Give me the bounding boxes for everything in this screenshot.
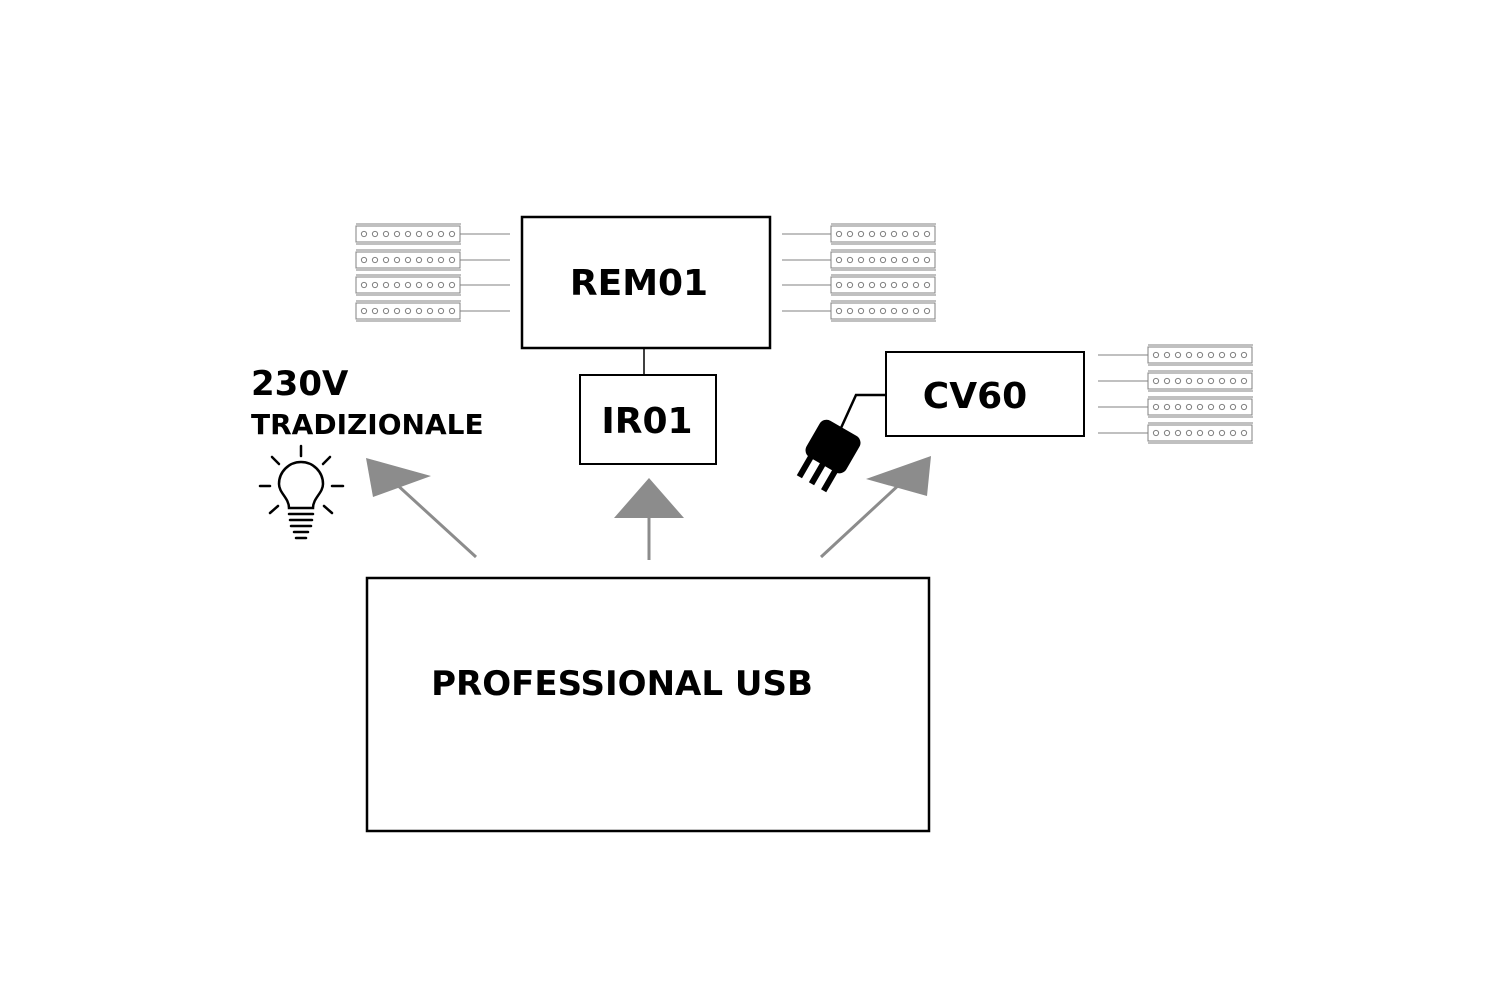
voltage-label: 230V — [251, 364, 349, 404]
rem01-box — [520, 215, 772, 350]
ir01-label: IR01 — [601, 401, 692, 442]
cv60-label: CV60 — [923, 376, 1027, 417]
plug-icon — [796, 393, 886, 493]
rem01-right-strip — [782, 274, 936, 296]
rem01-right-strip — [782, 300, 936, 322]
led-strip-icons — [355, 223, 1253, 444]
rem01-left-strip — [355, 223, 510, 245]
arrow-to-cv60 — [819, 456, 931, 559]
arrow-to-traditional — [366, 458, 478, 559]
ir01-box — [579, 374, 717, 465]
rem01-label: REM01 — [570, 263, 708, 304]
cv60-right-strip — [1098, 422, 1253, 444]
cv60-right-strip — [1098, 396, 1253, 418]
rem01-right-strip — [782, 223, 936, 245]
rem01-left-strip — [355, 249, 510, 271]
rem01-right-strip — [782, 249, 936, 271]
traditional-label: TRADIZIONALE — [251, 408, 484, 441]
rem01-left-strip — [355, 274, 510, 296]
arrow-to-ir01 — [614, 478, 684, 560]
light-bulb-icon — [258, 444, 345, 540]
rem01-left-strip — [355, 300, 510, 322]
cv60-right-strip — [1098, 370, 1253, 392]
professional-usb-label: PROFESSIONAL USB — [431, 664, 813, 704]
professional-usb-box — [365, 576, 931, 833]
cv60-right-strip — [1098, 344, 1253, 366]
